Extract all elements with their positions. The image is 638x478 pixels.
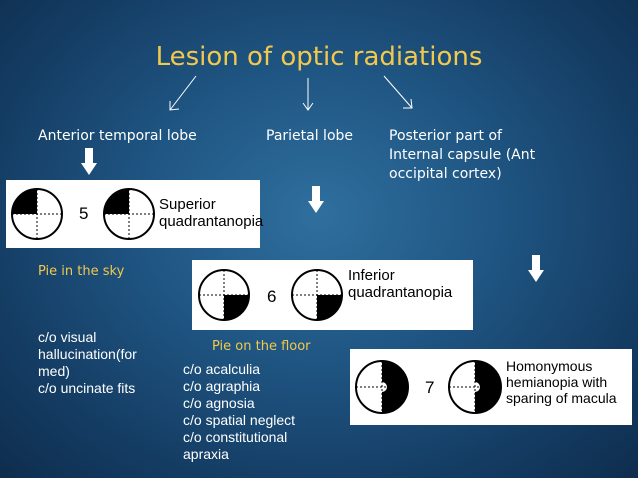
parietal-lobe-complaints: c/o acalculia c/o agraphia c/o agnosia c…: [183, 361, 295, 463]
complaint-item: c/o spatial neglect: [183, 412, 296, 428]
homonymous-hemianopia-figure: 7 Homonymous hemianopia with sparing of …: [350, 349, 632, 425]
complaint-item: c/o acalculia: [183, 361, 261, 377]
bold-arrow-down-icon: [81, 148, 97, 175]
figure-label-line2: quadrantanopia: [159, 213, 264, 230]
title-arrows: [169, 75, 413, 111]
figure-number: 5: [79, 204, 89, 223]
figure-label: Superior quadrantanopia: [159, 196, 263, 230]
figure-label-line1: Superior: [159, 196, 216, 213]
temporal-lobe-complaints: c/o visual hallucination(for med) c/o un…: [38, 329, 137, 397]
complaint-item: med): [38, 363, 70, 379]
figure-label: Inferior quadrantanopia: [348, 267, 452, 301]
complaint-item: c/o uncinate fits: [38, 380, 136, 396]
figure-label: Homonymous hemianopia with sparing of ma…: [506, 358, 617, 406]
left-eye-field-diagram: [11, 188, 63, 240]
figure-label-line1: Inferior: [348, 267, 395, 284]
header-anterior-temporal-lobe: Anterior temporal lobe: [38, 128, 197, 144]
figure-label-line1: Homonymous: [506, 358, 593, 374]
bold-arrow-down-icon: [308, 186, 324, 213]
bold-arrow-down-icon: [528, 255, 544, 282]
figure-label-line3: sparing of macula: [506, 390, 617, 406]
right-eye-field-diagram: [448, 360, 502, 414]
thin-arrow-down-icon: [302, 78, 314, 111]
figure-label-line2: hemianopia with: [506, 374, 608, 390]
complaint-item: c/o agraphia: [183, 378, 261, 394]
header-parietal-lobe: Parietal lobe: [266, 128, 354, 144]
right-eye-field-diagram: [291, 269, 343, 321]
header-posterior-line3: occipital cortex): [389, 166, 502, 182]
figure-label-line2: quadrantanopia: [348, 284, 453, 301]
complaint-item: c/o constitutional: [183, 429, 288, 445]
complaint-item: hallucination(for: [38, 346, 137, 362]
complaint-item: c/o visual: [38, 329, 97, 345]
header-posterior-line2: Internal capsule (Ant: [389, 147, 536, 163]
slide-title: Lesion of optic radiations: [155, 42, 483, 72]
caption-pie-in-the-sky: Pie in the sky: [38, 264, 125, 279]
right-eye-field-diagram: [103, 188, 155, 240]
left-eye-field-diagram: [355, 360, 409, 414]
complaint-item: c/o agnosia: [183, 395, 255, 411]
superior-quadrantanopia-figure: 5 Superior quadrantanopia: [6, 180, 263, 248]
figure-number: 7: [425, 378, 435, 397]
left-eye-field-diagram: [198, 269, 250, 321]
header-posterior-internal-capsule: Posterior part of Internal capsule (Ant …: [389, 127, 535, 184]
caption-pie-on-the-floor: Pie on the floor: [212, 339, 311, 354]
inferior-quadrantanopia-figure: 6 Inferior quadrantanopia: [192, 260, 473, 330]
thin-arrow-down-right-icon: [383, 75, 413, 109]
thin-arrow-down-left-icon: [169, 75, 197, 111]
header-posterior-line1: Posterior part of: [389, 128, 502, 144]
figure-number: 6: [267, 287, 277, 306]
complaint-item: apraxia: [183, 446, 229, 462]
